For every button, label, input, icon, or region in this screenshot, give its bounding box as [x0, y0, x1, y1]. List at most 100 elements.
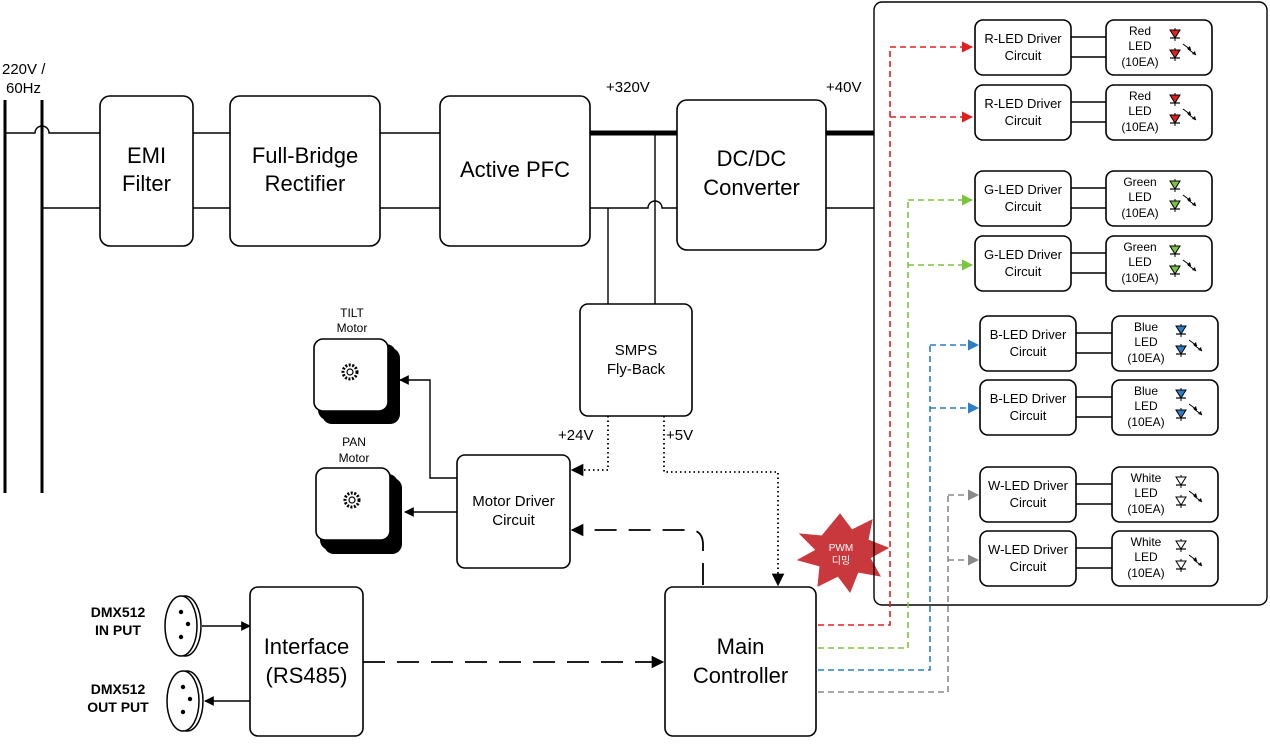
svg-text:TILT: TILT [340, 306, 364, 320]
svg-text:(10EA): (10EA) [1121, 55, 1158, 69]
led-driver-row: B-LED Driver Circuit Blue LED (10EA) [979, 379, 1219, 436]
svg-text:(10EA): (10EA) [1121, 120, 1158, 134]
svg-text:Controller: Controller [693, 663, 788, 688]
svg-text:Circuit: Circuit [1005, 48, 1042, 63]
svg-text:LED: LED [1128, 104, 1152, 118]
svg-text:Red: Red [1129, 89, 1151, 103]
svg-text:B-LED Driver: B-LED Driver [990, 391, 1067, 406]
svg-text:DMX512: DMX512 [91, 604, 146, 620]
svg-text:R-LED Driver: R-LED Driver [984, 96, 1062, 111]
supply-5v-line [663, 416, 785, 587]
svg-text:(10EA): (10EA) [1127, 566, 1164, 580]
interface-block: Interface (RS485) [249, 586, 364, 737]
svg-text:G-LED Driver: G-LED Driver [984, 247, 1063, 262]
svg-text:IN PUT: IN PUT [95, 622, 141, 638]
led-diode-icon [1175, 324, 1203, 357]
gear-icon [343, 491, 361, 509]
active-pfc-block: Active PFC [439, 95, 591, 247]
pwm-green-line [818, 200, 909, 649]
svg-text:Main: Main [717, 634, 765, 659]
svg-text:Fly-Back: Fly-Back [607, 361, 666, 378]
xlr-connector-icon [164, 595, 202, 657]
voltage-5v-label: +5V [666, 427, 693, 444]
svg-text:White: White [1131, 535, 1162, 549]
svg-text:Circuit: Circuit [1005, 113, 1042, 128]
svg-text:OUT PUT: OUT PUT [87, 699, 149, 715]
svg-text:G-LED Driver: G-LED Driver [984, 182, 1063, 197]
svg-text:B-LED Driver: B-LED Driver [990, 327, 1067, 342]
svg-text:Circuit: Circuit [1010, 559, 1047, 574]
svg-text:White: White [1131, 471, 1162, 485]
svg-text:(10EA): (10EA) [1127, 415, 1164, 429]
svg-text:Full-Bridge: Full-Bridge [252, 143, 358, 168]
control-to-motor-driver-line [570, 523, 704, 585]
svg-text:EMI: EMI [127, 143, 166, 168]
svg-text:LED: LED [1128, 190, 1152, 204]
svg-text:(10EA): (10EA) [1127, 351, 1164, 365]
tilt-drive-line [399, 375, 457, 479]
led-diode-icon [1169, 93, 1197, 126]
led-driver-row: G-LED Driver Circuit Green LED (10EA) [974, 170, 1213, 227]
svg-text:Circuit: Circuit [492, 512, 535, 529]
svg-text:Green: Green [1123, 175, 1156, 189]
svg-text:PWM: PWM [829, 543, 853, 554]
motor-driver-block: Motor Driver Circuit [456, 454, 571, 569]
svg-text:디밍: 디밍 [832, 555, 850, 567]
smps-block: SMPS Fly-Back [579, 303, 693, 417]
gear-icon [341, 363, 359, 381]
supply-24v-line [570, 416, 609, 477]
svg-text:Circuit: Circuit [1010, 495, 1047, 510]
dcdc-converter-block: DC/DC Converter [676, 99, 827, 251]
pwm-blue-line [818, 345, 931, 671]
svg-text:Filter: Filter [122, 171, 171, 196]
svg-text:Motor Driver: Motor Driver [472, 493, 555, 510]
pwm-red-line [818, 47, 891, 626]
voltage-40v-label: +40V [826, 79, 861, 96]
source-label: 220V / [2, 61, 46, 78]
led-driver-row: W-LED Driver Circuit White LED (10EA) [979, 466, 1219, 523]
led-driver-row: B-LED Driver Circuit Blue LED (10EA) [979, 315, 1219, 372]
pan-motor: PAN Motor [315, 435, 402, 554]
led-diode-icon [1169, 244, 1197, 277]
svg-text:LED: LED [1134, 399, 1158, 413]
ac-source: 220V / 60Hz [2, 61, 46, 493]
tilt-motor: TILT Motor [313, 306, 400, 424]
voltage-24v-label: +24V [558, 427, 593, 444]
power-wires [5, 125, 874, 304]
led-diode-icon [1169, 28, 1197, 61]
svg-text:Motor: Motor [339, 451, 370, 465]
led-diode-icon [1175, 475, 1203, 508]
svg-text:Circuit: Circuit [1005, 199, 1042, 214]
svg-text:Red: Red [1129, 24, 1151, 38]
led-driver-row: G-LED Driver Circuit Green LED (10EA) [974, 235, 1213, 292]
svg-text:LED: LED [1128, 255, 1152, 269]
svg-text:DMX512: DMX512 [91, 681, 146, 697]
svg-text:LED: LED [1134, 335, 1158, 349]
svg-text:SMPS: SMPS [615, 342, 658, 359]
dmx-output: DMX512 OUT PUT [87, 670, 204, 732]
svg-text:(RS485): (RS485) [266, 663, 348, 688]
led-driver-row: R-LED Driver Circuit Red LED (10EA) [974, 19, 1213, 76]
led-diode-icon [1169, 179, 1197, 212]
svg-text:Circuit: Circuit [1005, 264, 1042, 279]
svg-text:Active PFC: Active PFC [460, 157, 570, 182]
emi-filter-block: EMI Filter [99, 95, 194, 247]
svg-text:Converter: Converter [703, 175, 800, 200]
dmx-input: DMX512 IN PUT [91, 595, 202, 657]
xlr-connector-icon [166, 670, 204, 732]
pwm-dimming-badge: PWM 디밍 [796, 513, 890, 594]
svg-text:LED: LED [1134, 550, 1158, 564]
pwm-signal-lines [818, 41, 980, 693]
svg-text:Green: Green [1123, 240, 1156, 254]
svg-text:Motor: Motor [337, 321, 368, 335]
voltage-320v-label: +320V [606, 79, 650, 96]
svg-text:R-LED Driver: R-LED Driver [984, 31, 1062, 46]
source-frequency-label: 60Hz [6, 80, 41, 97]
svg-text:LED: LED [1134, 486, 1158, 500]
svg-text:Circuit: Circuit [1010, 408, 1047, 423]
led-driver-row: R-LED Driver Circuit Red LED (10EA) [974, 84, 1213, 141]
led-diode-icon [1175, 539, 1203, 572]
led-driver-row: W-LED Driver Circuit White LED (10EA) [979, 530, 1219, 587]
